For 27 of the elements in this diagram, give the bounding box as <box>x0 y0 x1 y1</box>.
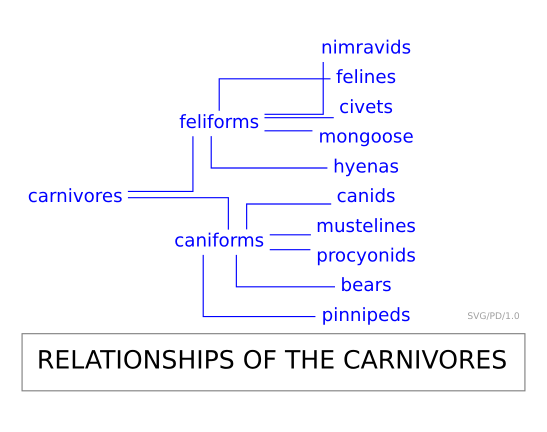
connector <box>270 234 311 236</box>
node-text: carnivores <box>28 186 123 208</box>
connector <box>264 130 312 132</box>
node-text: mongoose <box>318 126 414 148</box>
connector <box>128 136 194 192</box>
node-text: procyonids <box>316 245 416 266</box>
label: SVG/PD/1.0 <box>467 312 520 322</box>
node-text: nimravids <box>320 37 412 58</box>
connector <box>236 254 335 288</box>
node-text: pinnipeds <box>322 304 410 326</box>
node-text: felines <box>336 67 396 88</box>
connector <box>202 254 316 318</box>
connector <box>210 136 328 169</box>
connector <box>270 249 310 250</box>
connector <box>264 117 334 118</box>
node-text: hyenas <box>333 156 400 178</box>
node-text: feliforms <box>179 112 260 133</box>
connector <box>246 203 332 230</box>
connector <box>128 197 229 230</box>
node-text: caniforms <box>174 230 264 252</box>
connector <box>218 78 331 111</box>
node-text: mustelines <box>316 216 416 237</box>
diagram-title: RELATIONSHIPS OF THE CARNIVORES <box>36 346 508 375</box>
node-text: bears <box>340 275 392 296</box>
node-text: civets <box>339 96 393 118</box>
node-text: canids <box>336 186 396 208</box>
connector <box>264 62 324 115</box>
